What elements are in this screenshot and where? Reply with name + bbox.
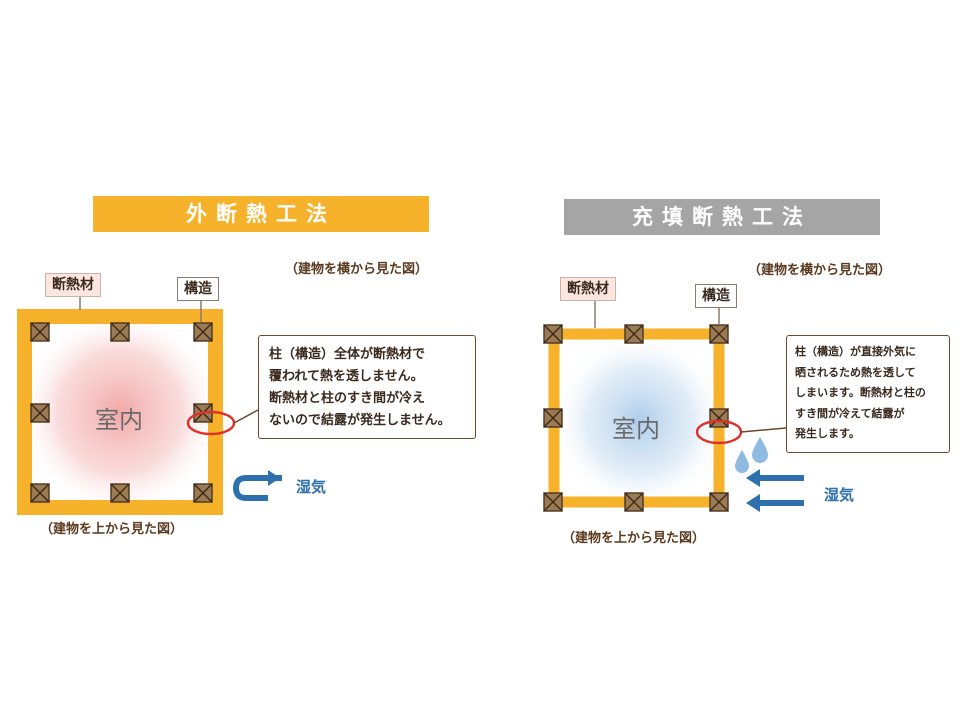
column-icon	[30, 483, 50, 503]
left-room-label: 室内	[95, 406, 143, 434]
left-wall-diagram	[17, 296, 282, 515]
left-title-banner: 外断熱工法	[93, 196, 429, 232]
right-title-banner: 充填断熱工法	[564, 199, 880, 235]
column-icon	[543, 492, 563, 512]
left-structure-tag: 構造	[177, 277, 219, 301]
column-icon	[709, 492, 729, 512]
right-wall-diagram	[543, 300, 804, 512]
right-room-label: 室内	[612, 415, 660, 443]
note-line: 柱（構造）全体が断熱材で	[269, 347, 426, 362]
column-icon	[30, 403, 50, 423]
right-moisture-label: 湿気	[824, 486, 855, 504]
note-line: 晒されるため熱を透して	[795, 365, 916, 379]
left-side-view-caption: （建物を横から見た図）	[285, 262, 429, 277]
right-side-view-caption: （建物を横から見た図）	[748, 263, 892, 278]
column-icon	[110, 483, 130, 503]
water-drop-icon	[735, 450, 749, 473]
column-icon	[709, 324, 729, 344]
right-structure-tag: 構造	[695, 284, 737, 308]
curved-arrow-head	[268, 470, 280, 486]
note-line: 発生します。	[795, 427, 860, 440]
column-icon	[624, 492, 644, 512]
note-line: 断熱材と柱のすき間が冷え	[269, 391, 426, 406]
column-icon	[624, 324, 644, 344]
column-icon	[543, 324, 563, 344]
column-icon	[543, 408, 563, 428]
column-icon	[193, 483, 213, 503]
left-moisture-label: 湿気	[296, 478, 327, 496]
left-note-pointer	[233, 409, 259, 424]
curved-arrow-icon	[232, 475, 282, 501]
note-line: すき間が冷えて結露が	[795, 406, 905, 420]
left-arrow-head	[746, 494, 760, 512]
note-line: ないので結露が発生しません。	[269, 413, 451, 428]
note-line: しまいます。断熱材と柱の	[795, 386, 926, 399]
left-top-view-caption: （建物を上から見た図）	[40, 522, 184, 537]
left-note-box: 柱（構造）全体が断熱材で 覆われて熱を透しません。 断熱材と柱のすき間が冷え な…	[258, 335, 476, 439]
right-top-view-caption: （建物を上から見た図）	[562, 531, 706, 546]
right-note-pointer	[740, 427, 787, 433]
left-warm-room-area	[26, 318, 214, 506]
right-note-box: 柱（構造）が直接外気に 晒されるため熱を透して しまいます。断熱材と柱の すき間…	[786, 335, 950, 453]
note-line: 覆われて熱を透しません。	[269, 369, 424, 384]
water-drop-icon	[752, 437, 768, 463]
column-icon	[110, 322, 130, 342]
note-line: 柱（構造）が直接外気に	[795, 345, 916, 358]
left-insulation-tag: 断熱材	[45, 273, 101, 297]
right-cool-room-area	[560, 340, 720, 502]
column-icon	[709, 408, 729, 428]
right-insulation-tag: 断熱材	[560, 277, 616, 301]
column-icon	[193, 322, 213, 342]
column-icon	[30, 322, 50, 342]
left-arrow-head	[746, 469, 760, 487]
